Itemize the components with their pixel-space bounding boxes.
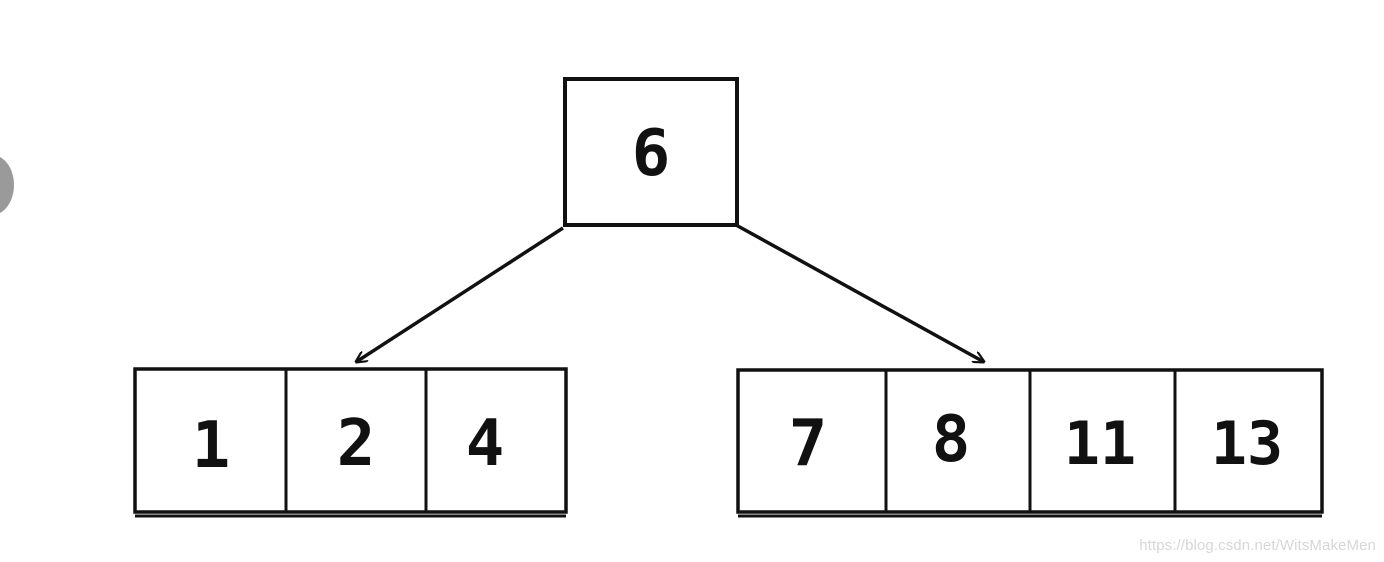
edge-to-left-child [356,226,564,362]
right-child-key-2: 8 [932,403,971,477]
right-child-node: 7 8 11 13 [736,368,1324,518]
right-child-key-4: 13 [1211,409,1283,479]
left-child-box [133,367,568,514]
edge-to-right-child [735,223,984,362]
watermark-text: https://blog.csdn.net/WitsMakeMen [1139,537,1376,554]
root-key: 6 [632,117,671,191]
right-child-key-3: 11 [1064,409,1136,479]
left-child-node: 1 2 4 [133,367,568,518]
left-child-key-1: 1 [192,409,231,483]
root-node: 6 [563,77,739,227]
left-child-key-2: 2 [337,407,376,481]
left-child-key-3: 4 [466,407,505,481]
tree-edges [356,223,984,362]
right-child-key-1: 7 [789,407,828,481]
root-node-box [563,77,739,227]
left-edge-circle [0,155,14,215]
